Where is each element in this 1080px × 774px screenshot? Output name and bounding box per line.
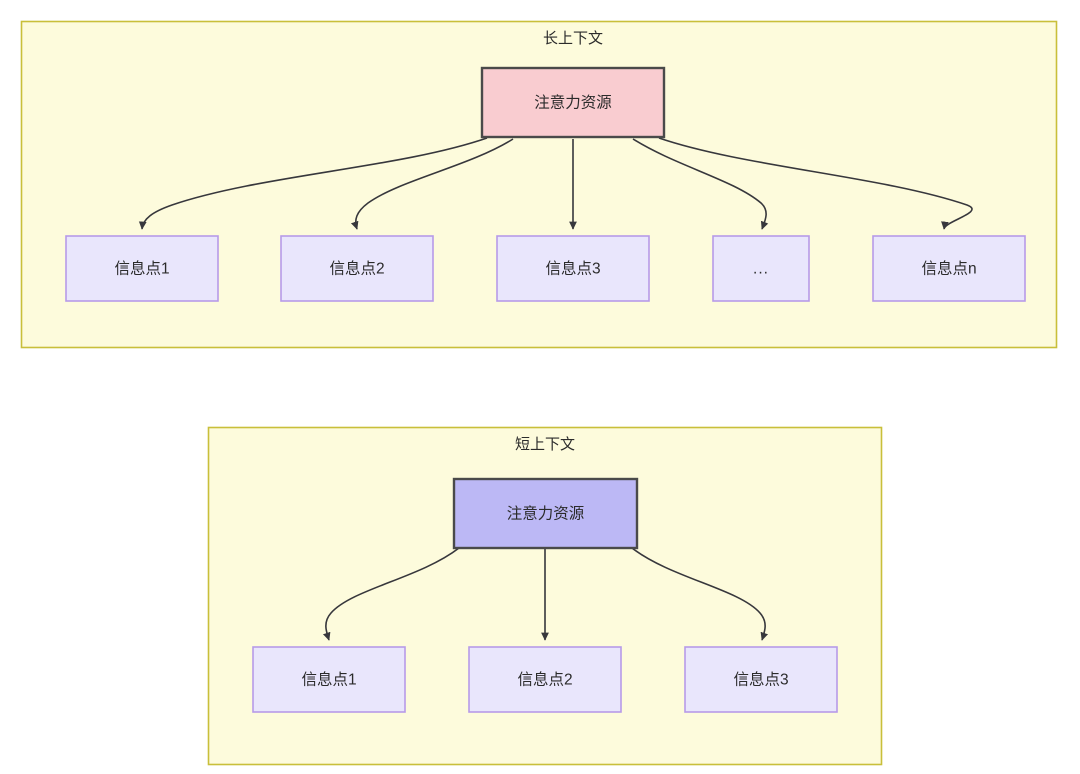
node-leaf-short-2-rect[interactable] — [468, 646, 622, 713]
node-leaf-long-1-label: 信息点1 — [114, 260, 169, 278]
node-leaf-long-2[interactable]: 信息点2 — [280, 235, 434, 302]
edge-root-to-leaf-long-n — [658, 137, 973, 230]
edge-root-to-leaf-long-2 — [350, 138, 514, 230]
node-leaf-long-1-rect[interactable] — [65, 235, 219, 302]
node-leaf-short-1-label: 信息点1 — [301, 671, 356, 689]
node-leaf-long-n[interactable]: 信息点n — [872, 235, 1026, 302]
node-root-short-label: 注意力资源 — [507, 504, 585, 523]
node-root-long[interactable]: 注意力资源 — [480, 66, 666, 139]
group-short-context-title: 短上下文 — [515, 436, 575, 453]
node-root-short[interactable]: 注意力资源 — [452, 477, 639, 550]
node-leaf-short-3[interactable]: 信息点3 — [684, 646, 838, 713]
node-leaf-long-3-label: 信息点3 — [545, 260, 600, 278]
group-long-context-title: 长上下文 — [543, 30, 603, 47]
node-leaf-short-2-label: 信息点2 — [517, 671, 572, 689]
node-leaf-short-3-rect[interactable] — [684, 646, 838, 713]
node-leaf-short-2[interactable]: 信息点2 — [468, 646, 622, 713]
group-short-context: 短上下文 注意力资源 信息点1 信息点2 — [207, 426, 883, 766]
edges-long-context — [138, 137, 973, 230]
edge-root-to-leaf-long-ellipsis — [632, 138, 769, 230]
node-leaf-long-ellipsis-rect[interactable] — [712, 235, 810, 302]
node-leaf-long-2-label: 信息点2 — [329, 260, 384, 278]
node-root-short-rect[interactable] — [452, 477, 639, 550]
node-leaf-long-ellipsis[interactable]: ... — [712, 235, 810, 302]
edge-root-to-leaf-short-1 — [322, 547, 460, 641]
node-leaf-short-3-label: 信息点3 — [733, 671, 788, 689]
node-root-long-label: 注意力资源 — [534, 93, 612, 112]
edge-root-to-leaf-short-3 — [631, 547, 769, 641]
node-leaf-long-ellipsis-label: ... — [753, 261, 769, 278]
group-long-context: 长上下文 注意力资源 信息点1 信息点2 — [20, 20, 1058, 349]
node-leaf-long-3-rect[interactable] — [496, 235, 650, 302]
node-leaf-short-1-rect[interactable] — [252, 646, 406, 713]
edges-short-context — [322, 547, 769, 641]
edge-root-to-leaf-long-1 — [138, 137, 488, 230]
node-leaf-long-2-rect[interactable] — [280, 235, 434, 302]
node-leaf-long-3[interactable]: 信息点3 — [496, 235, 650, 302]
node-leaf-short-1[interactable]: 信息点1 — [252, 646, 406, 713]
node-leaf-long-n-label: 信息点n — [921, 260, 976, 278]
node-root-long-rect[interactable] — [480, 66, 666, 139]
node-leaf-long-n-rect[interactable] — [872, 235, 1026, 302]
node-leaf-long-1[interactable]: 信息点1 — [65, 235, 219, 302]
